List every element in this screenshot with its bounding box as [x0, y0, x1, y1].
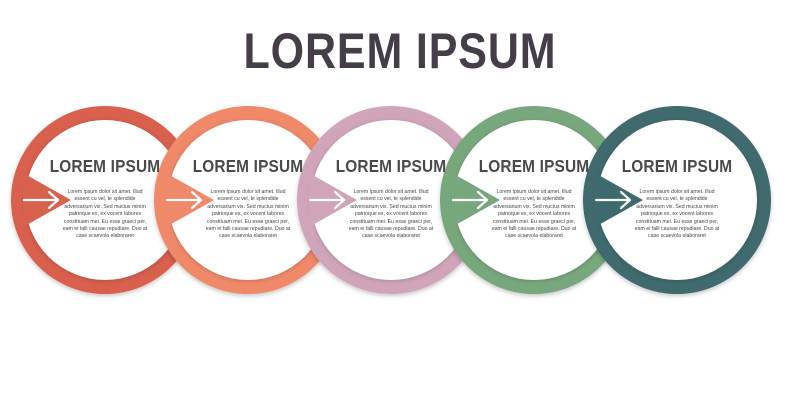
step-heading: LOREM IPSUM: [49, 156, 161, 176]
step-heading: LOREM IPSUM: [478, 156, 590, 176]
step-ring-inner: [454, 120, 614, 280]
step-body: Lorem ipsum dolor sit amet. Illud essent…: [62, 189, 148, 240]
arrow-right-icon: [308, 190, 346, 210]
step-ring-inner: [25, 120, 185, 280]
step-ring-4: [440, 106, 628, 294]
step-text-4: LOREM IPSUM Lorem ipsum dolor sit amet. I…: [459, 156, 609, 241]
step-ring-3: [297, 106, 485, 294]
arrow-right-icon: [22, 190, 60, 210]
step-text-2: LOREM IPSUM Lorem ipsum dolor sit amet. I…: [173, 156, 323, 241]
page-title: LOREM IPSUM: [243, 23, 557, 79]
step-ring-5: [583, 106, 771, 294]
step-heading: LOREM IPSUM: [621, 156, 733, 176]
step-ring-inner: [168, 120, 328, 280]
step-text-1: LOREM IPSUM Lorem ipsum dolor sit amet. I…: [30, 156, 180, 241]
arrow-right-icon: [165, 190, 203, 210]
step-body: Lorem ipsum dolor sit amet. Illud essent…: [348, 189, 434, 240]
arrow-right-icon: [594, 190, 632, 210]
step-body: Lorem ipsum dolor sit amet. Illud essent…: [491, 189, 577, 240]
step-text-3: LOREM IPSUM Lorem ipsum dolor sit amet. I…: [316, 156, 466, 241]
step-heading: LOREM IPSUM: [335, 156, 447, 176]
arrow-right-icon: [451, 190, 489, 210]
step-body: Lorem ipsum dolor sit amet. Illud essent…: [634, 189, 720, 240]
step-heading: LOREM IPSUM: [192, 156, 304, 176]
step-ring-1: [11, 106, 199, 294]
step-ring-inner: [311, 120, 471, 280]
step-body: Lorem ipsum dolor sit amet. Illud essent…: [205, 189, 291, 240]
step-ring-inner: [597, 120, 757, 280]
step-ring-2: [154, 106, 342, 294]
step-text-5: LOREM IPSUM Lorem ipsum dolor sit amet. I…: [602, 156, 752, 241]
